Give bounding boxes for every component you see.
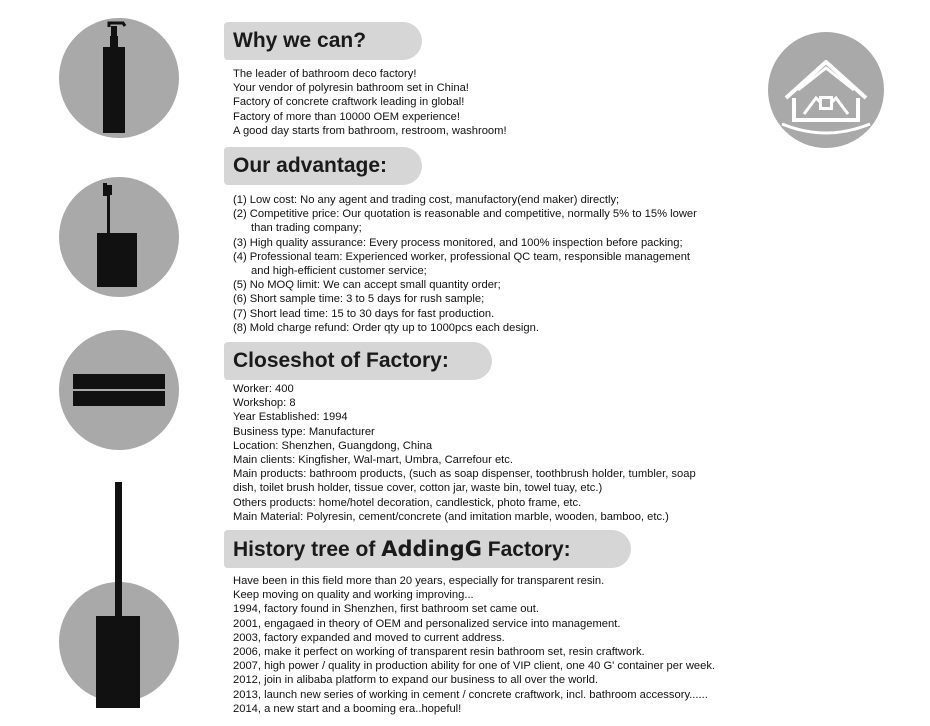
text-line: (8) Mold charge refund: Order qty up to … — [233, 321, 539, 334]
section-body-history: Have been in this field more than 20 yea… — [233, 574, 715, 716]
text-line: Have been in this field more than 20 yea… — [233, 575, 605, 587]
text-line: Factory of more than 10000 OEM experienc… — [233, 110, 460, 123]
text-line: and high-efficient customer service; — [251, 265, 427, 278]
text-line: Workshop: 8 — [233, 397, 296, 410]
text-line: 2006, make it perfect on working of tran… — [233, 646, 645, 659]
text-line: Factory of concrete craftwork leading in… — [233, 96, 465, 109]
text-line: A good day starts from bathroom, restroo… — [233, 124, 507, 137]
text-line: Business type: Manufacturer — [233, 425, 375, 438]
text-line: (2) Competitive price: Our quotation is … — [233, 208, 697, 221]
text-line: than trading company; — [251, 222, 362, 235]
brand-name: AddingG — [381, 537, 482, 561]
text-line: 1994, factory found in Shenzhen, first b… — [233, 603, 539, 616]
house-logo-icon — [768, 32, 884, 148]
text-line: (6) Short sample time: 3 to 5 days for r… — [233, 293, 485, 306]
text-line: 2007, high power / quality in production… — [233, 660, 716, 673]
section-body-advantage: (1) Low cost: No any agent and trading c… — [233, 193, 697, 335]
history-title-pre: History tree of — [233, 538, 382, 561]
text-line: Main products: bathroom products, (such … — [233, 468, 696, 481]
text-line: Keep moving on quality and working impro… — [233, 589, 474, 602]
text-line: (5) No MOQ limit: We can accept small qu… — [233, 279, 501, 292]
text-line: 2014, a new start and a booming era..hop… — [233, 702, 462, 715]
text-line: Location: Shenzhen, Guangdong, China — [233, 439, 433, 452]
soap-dish-icon — [59, 330, 179, 450]
text-line: Main clients: Kingfisher, Wal-mart, Umbr… — [233, 454, 513, 467]
text-line: Others products: home/hotel decoration, … — [233, 496, 582, 509]
text-line: Worker: 400 — [233, 383, 294, 395]
section-heading-why: Why we can? — [224, 22, 422, 60]
text-line: The leader of bathroom deco factory! — [233, 68, 417, 80]
text-line: Your vendor of polyresin bathroom set in… — [233, 82, 469, 95]
toothbrush-holder-icon — [59, 177, 179, 297]
section-body-factory: Worker: 400 Workshop: 8 Year Established… — [233, 382, 696, 524]
text-line: (4) Professional team: Experienced worke… — [233, 250, 691, 263]
text-line: Main Material: Polyresin, cement/concret… — [233, 510, 669, 523]
text-line: 2012, join in alibaba platform to expand… — [233, 674, 599, 687]
text-line: 2001, engagaed in theory of OEM and pers… — [233, 617, 621, 630]
section-heading-factory: Closeshot of Factory: — [224, 342, 492, 380]
soap-dispenser-icon — [59, 18, 179, 138]
text-line: (7) Short lead time: 15 to 30 days for f… — [233, 307, 495, 320]
text-line: 2013, launch new series of working in ce… — [233, 688, 708, 701]
history-title-post: Factory: — [481, 538, 571, 561]
text-line: (3) High quality assurance: Every proces… — [233, 236, 683, 249]
text-line: 2003, factory expanded and moved to curr… — [233, 631, 505, 644]
toilet-brush-holder — [96, 616, 140, 708]
text-line: Year Established: 1994 — [233, 411, 348, 424]
section-heading-advantage: Our advantage: — [224, 147, 422, 185]
section-heading-history: History tree of AddingG Factory: — [224, 530, 631, 568]
section-body-why: The leader of bathroom deco factory! You… — [233, 67, 507, 138]
text-line: (1) Low cost: No any agent and trading c… — [233, 194, 620, 206]
toilet-brush-handle — [115, 482, 122, 620]
text-line: dish, toilet brush holder, tissue cover,… — [233, 482, 603, 495]
